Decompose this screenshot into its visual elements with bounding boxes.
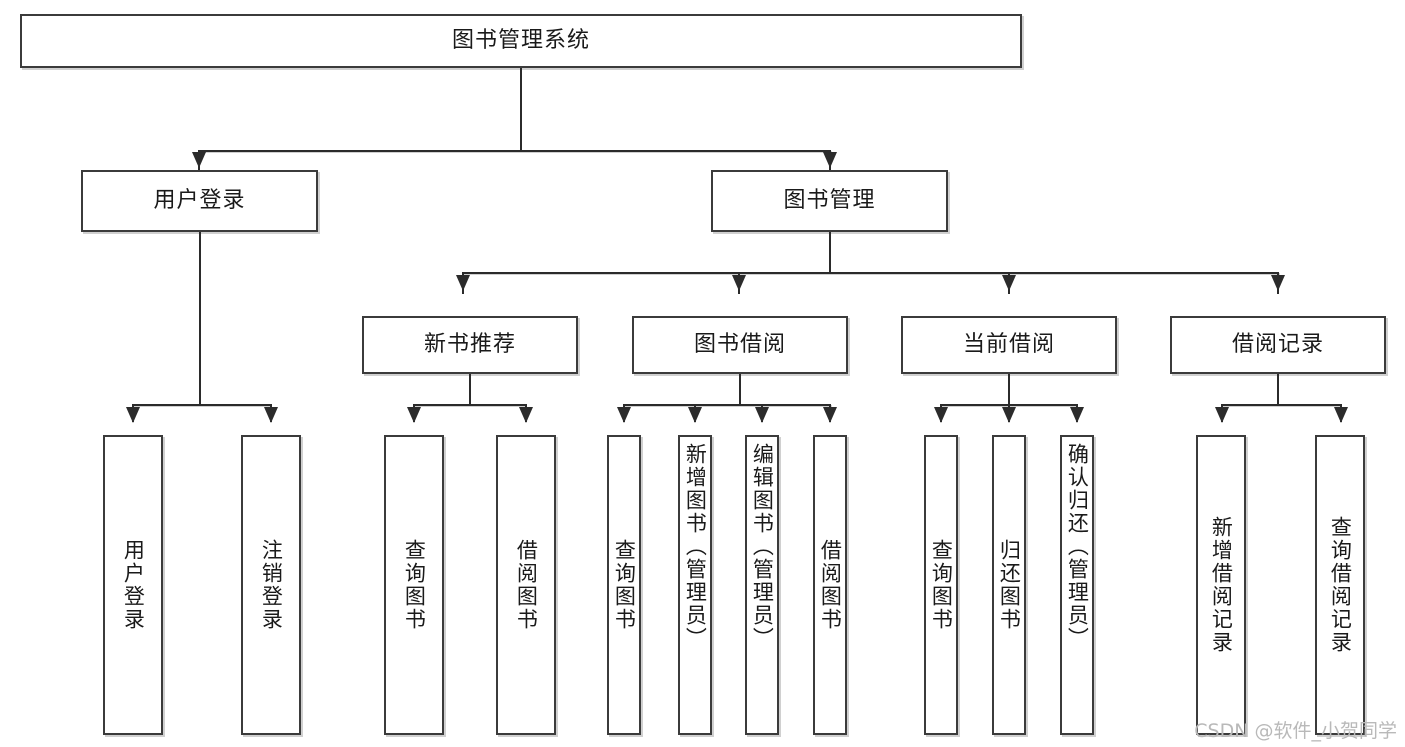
node-root-system[interactable]: 图书管理系统	[20, 14, 1022, 68]
node-label: 用户登录	[153, 187, 246, 213]
node-book-management[interactable]: 图书管理	[711, 170, 948, 232]
node-label: 编辑图书（管理员）	[750, 443, 775, 650]
arrow-book-borrow-to-leaf-2	[688, 407, 702, 423]
connector-current-borrow-stem	[1008, 374, 1010, 405]
node-label: 用户登录	[121, 539, 146, 631]
leaf-book-borrow-borrow-book[interactable]: 借阅图书	[813, 435, 847, 735]
arrow-new-book-to-leaf-2	[519, 407, 533, 423]
node-label: 归还图书	[997, 539, 1022, 631]
connector-new-book-bus	[414, 404, 525, 406]
node-label: 借阅图书	[514, 539, 539, 631]
arrow-current-borrow-to-leaf-2	[1002, 407, 1016, 423]
leaf-user-login-logout[interactable]: 注销登录	[241, 435, 301, 735]
arrow-current-borrow-to-leaf-3	[1070, 407, 1084, 423]
node-label: 查询图书	[402, 539, 427, 631]
arrow-user-login-to-leaf-2	[264, 407, 278, 423]
node-label: 图书借阅	[693, 331, 786, 357]
arrow-book-mgmt-to-borrow-record	[1271, 275, 1285, 291]
node-label: 新增图书（管理员）	[683, 443, 708, 650]
node-label: 借阅图书	[818, 539, 843, 631]
leaf-current-borrow-return-book[interactable]: 归还图书	[992, 435, 1026, 735]
node-user-login[interactable]: 用户登录	[81, 170, 318, 232]
arrow-current-borrow-to-leaf-1	[934, 407, 948, 423]
node-current-borrow[interactable]: 当前借阅	[901, 316, 1117, 374]
connector-book-mgmt-bus	[463, 272, 1279, 274]
arrow-book-mgmt-to-current-borrow	[1002, 275, 1016, 291]
node-label: 新书推荐	[423, 331, 516, 357]
leaf-current-borrow-query-book[interactable]: 查询图书	[924, 435, 958, 735]
leaf-borrow-record-add-record[interactable]: 新增借阅记录	[1196, 435, 1246, 735]
node-label: 借阅记录	[1231, 331, 1324, 357]
leaf-book-borrow-edit-book-admin[interactable]: 编辑图书（管理员）	[745, 435, 779, 735]
connector-borrow-record-stem	[1277, 374, 1279, 405]
node-book-borrow[interactable]: 图书借阅	[632, 316, 848, 374]
node-label: 图书管理	[783, 187, 876, 213]
node-label: 确认归还（管理员）	[1065, 443, 1090, 650]
leaf-book-borrow-query-book[interactable]: 查询图书	[607, 435, 641, 735]
leaf-current-borrow-confirm-return-admin[interactable]: 确认归还（管理员）	[1060, 435, 1094, 735]
connector-user-login-bus	[133, 404, 270, 406]
connector-book-borrow-stem	[739, 374, 741, 405]
connector-root-bus	[199, 150, 831, 152]
connector-user-login-stem	[199, 232, 201, 405]
arrow-root-to-book-mgmt	[823, 152, 837, 168]
arrow-book-borrow-to-leaf-4	[823, 407, 837, 423]
connector-root-stem	[520, 68, 522, 151]
connector-book-mgmt-stem	[829, 232, 831, 273]
connector-new-book-stem	[469, 374, 471, 405]
connector-borrow-record-bus	[1222, 404, 1340, 406]
arrow-root-to-user-login	[192, 152, 206, 168]
arrow-borrow-record-to-leaf-2	[1334, 407, 1348, 423]
arrow-user-login-to-leaf-1	[126, 407, 140, 423]
node-label: 查询图书	[612, 539, 637, 631]
leaf-new-book-query-book[interactable]: 查询图书	[384, 435, 444, 735]
arrow-book-mgmt-to-book-borrow	[732, 275, 746, 291]
leaf-user-login-login[interactable]: 用户登录	[103, 435, 163, 735]
arrow-book-borrow-to-leaf-3	[755, 407, 769, 423]
leaf-book-borrow-add-book-admin[interactable]: 新增图书（管理员）	[678, 435, 712, 735]
node-label: 当前借阅	[962, 331, 1055, 357]
connector-book-borrow-bus	[624, 404, 831, 406]
arrow-new-book-to-leaf-1	[407, 407, 421, 423]
arrow-book-borrow-to-leaf-1	[617, 407, 631, 423]
node-label: 图书管理系统	[451, 27, 590, 53]
node-label: 注销登录	[259, 539, 284, 631]
arrow-borrow-record-to-leaf-1	[1215, 407, 1229, 423]
node-label: 新增借阅记录	[1209, 516, 1234, 654]
node-label: 查询借阅记录	[1328, 516, 1353, 654]
leaf-new-book-borrow-book[interactable]: 借阅图书	[496, 435, 556, 735]
arrow-book-mgmt-to-new-book	[456, 275, 470, 291]
node-new-book-recommend[interactable]: 新书推荐	[362, 316, 578, 374]
leaf-borrow-record-query-record[interactable]: 查询借阅记录	[1315, 435, 1365, 735]
node-borrow-record[interactable]: 借阅记录	[1170, 316, 1386, 374]
node-label: 查询图书	[929, 539, 954, 631]
